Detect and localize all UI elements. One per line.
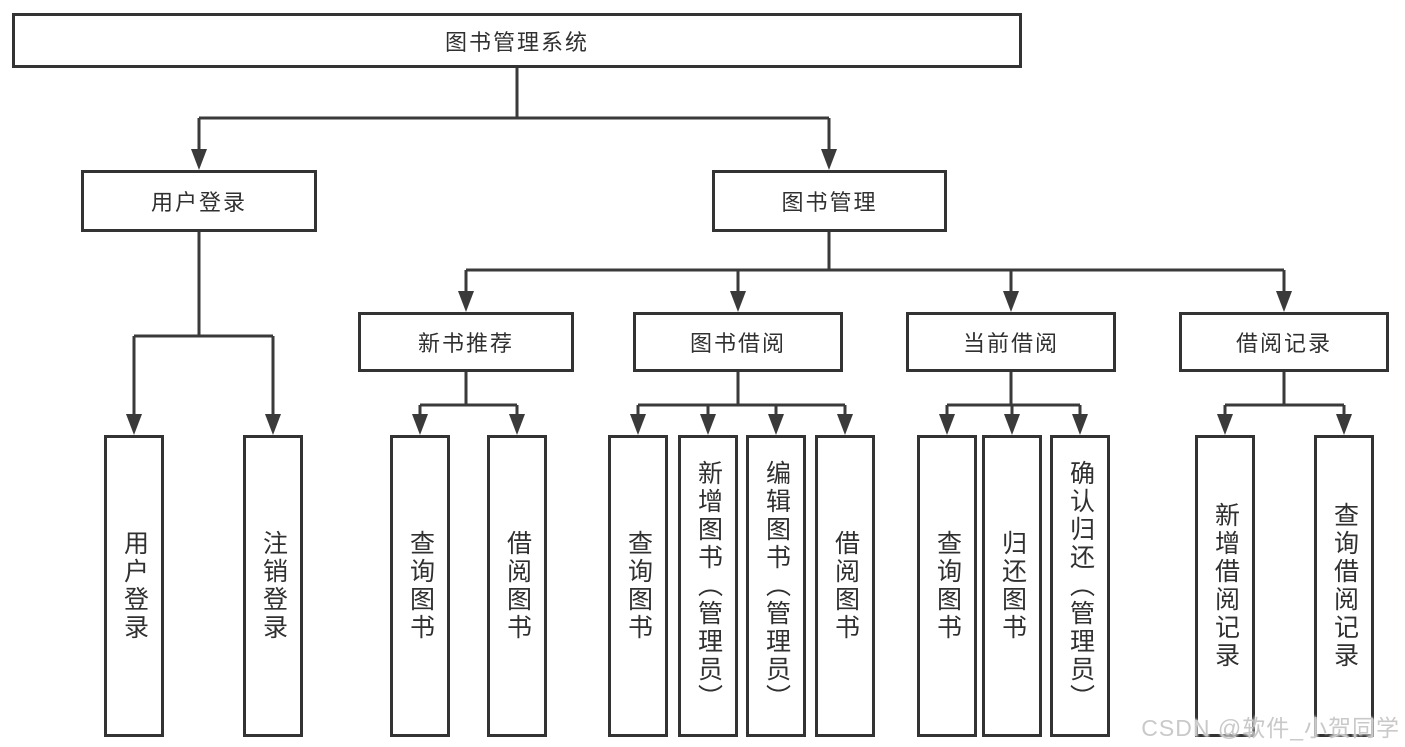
node-new-book-recommendation: 新书推荐 <box>358 312 574 372</box>
leaf-query-borrow-record-label: 查询借阅记录 <box>1330 502 1359 670</box>
leaf-return-books: 归还图书 <box>982 435 1042 737</box>
node-book-borrowing: 图书借阅 <box>633 312 843 372</box>
leaf-add-borrow-record: 新增借阅记录 <box>1195 435 1255 737</box>
node-root: 图书管理系统 <box>12 13 1022 68</box>
node-user-login: 用户登录 <box>81 170 317 232</box>
node-new-book-recommendation-label: 新书推荐 <box>417 331 514 356</box>
node-borrowing-records-label: 借阅记录 <box>1235 331 1332 356</box>
node-root-label: 图书管理系统 <box>444 29 589 55</box>
leaf-query-books-recommend-label: 查询图书 <box>406 530 435 642</box>
leaf-query-books-borrow: 查询图书 <box>608 435 668 737</box>
leaf-add-book-admin: 新增图书（管理员） <box>678 435 738 737</box>
leaf-edit-book-admin-label: 编辑图书（管理员） <box>762 460 791 712</box>
leaf-query-books-current: 查询图书 <box>917 435 977 737</box>
leaf-borrow-books: 借阅图书 <box>815 435 875 737</box>
leaf-confirm-return-admin-label: 确认归还（管理员） <box>1066 460 1095 712</box>
leaf-add-borrow-record-label: 新增借阅记录 <box>1211 502 1240 670</box>
leaf-return-books-label: 归还图书 <box>998 530 1027 642</box>
leaf-borrow-books-recommend-label: 借阅图书 <box>503 530 532 642</box>
leaf-confirm-return-admin: 确认归还（管理员） <box>1050 435 1110 737</box>
leaf-query-books-recommend: 查询图书 <box>390 435 450 737</box>
leaf-query-borrow-record: 查询借阅记录 <box>1314 435 1374 737</box>
leaf-borrow-books-recommend: 借阅图书 <box>487 435 547 737</box>
node-book-borrowing-label: 图书借阅 <box>689 331 786 356</box>
leaf-query-books-current-label: 查询图书 <box>933 530 962 642</box>
leaf-logout-label: 注销登录 <box>259 530 288 642</box>
node-book-management: 图书管理 <box>712 170 947 232</box>
node-current-borrowing: 当前借阅 <box>906 312 1116 372</box>
node-current-borrowing-label: 当前借阅 <box>962 331 1059 356</box>
leaf-borrow-books-label: 借阅图书 <box>831 530 860 642</box>
leaf-user-login: 用户登录 <box>104 435 164 737</box>
leaf-logout: 注销登录 <box>243 435 303 737</box>
node-borrowing-records: 借阅记录 <box>1179 312 1389 372</box>
leaf-add-book-admin-label: 新增图书（管理员） <box>694 460 723 712</box>
node-user-login-label: 用户登录 <box>150 190 247 215</box>
leaf-query-books-borrow-label: 查询图书 <box>624 530 653 642</box>
leaf-edit-book-admin: 编辑图书（管理员） <box>746 435 806 737</box>
node-book-management-label: 图书管理 <box>781 190 878 215</box>
leaf-user-login-label: 用户登录 <box>120 530 149 642</box>
